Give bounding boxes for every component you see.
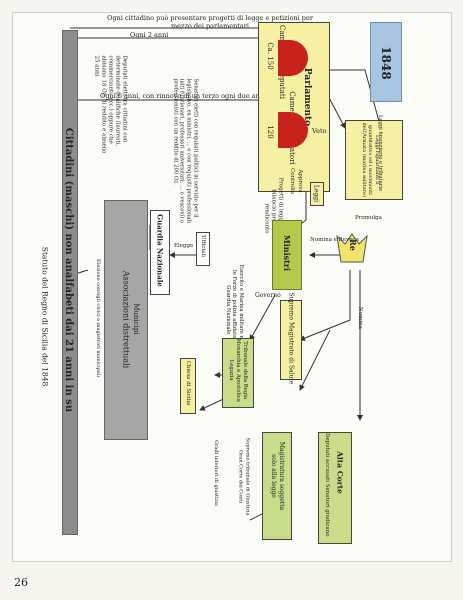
army-laws-label: Leggi riguardanti il quantitativo ed i m… bbox=[360, 122, 380, 197]
supreme-court-label: Supremo tribunale di Giustizia Gran Cort… bbox=[238, 437, 251, 516]
veto-label: Veto bbox=[312, 127, 327, 135]
magistracy-label: Magistratura soggetta solo alla legge bbox=[270, 441, 285, 511]
tribunal-box bbox=[222, 338, 254, 408]
ministers-box bbox=[272, 220, 302, 290]
associations-box bbox=[104, 200, 148, 440]
citizens-bar-label: Cittadini (maschi) non analfabeti dai 21… bbox=[63, 127, 74, 413]
guard-officers-label: Ufficiali bbox=[200, 235, 206, 257]
year-box bbox=[370, 22, 402, 102]
citizens-bar bbox=[62, 30, 78, 535]
laws-box bbox=[310, 182, 324, 206]
elects-label: Elegge bbox=[174, 243, 194, 249]
appointment-label: Nomina bbox=[357, 307, 363, 329]
finance-laws-box bbox=[345, 120, 403, 200]
health-magistrate-label: Supremo Magistrato di Salute bbox=[287, 292, 295, 385]
municipalities-label: Municipi bbox=[132, 303, 140, 335]
diagram-frame bbox=[12, 12, 452, 562]
deputies-note: Deputati eletti tra cittadini con determ… bbox=[93, 55, 128, 154]
page-number: 26 bbox=[14, 576, 28, 589]
national-guard-box bbox=[150, 210, 170, 295]
appoints-label: Nomina e Revoca bbox=[310, 237, 359, 243]
statute-caption: Statuto del Regno di Sicilia del 1848 bbox=[40, 246, 50, 387]
health-magistrate-box bbox=[280, 300, 302, 380]
associations-note: Elezione consigli civici e magistrati mu… bbox=[95, 259, 101, 377]
magistracy-box bbox=[262, 432, 292, 540]
national-guard-label: Guardia Nazionale bbox=[155, 214, 165, 287]
every-six-years-label: Ogni 6 anni, con rinnovo di un terzo ogn… bbox=[100, 92, 267, 100]
church-box bbox=[180, 358, 196, 414]
king-label: Re bbox=[348, 239, 358, 251]
high-court-box bbox=[318, 432, 352, 544]
high-court-label: Alta Corte bbox=[335, 451, 345, 494]
lower-courts-label: Gradi inferiori di giustizia bbox=[213, 440, 219, 506]
tribunal-label: Tribunale della Regia Monarchia e Aposto… bbox=[228, 338, 249, 402]
promulgates-label: Promulga bbox=[355, 215, 382, 221]
deputies-count: Ca. 150 bbox=[266, 42, 274, 70]
approves-label: Approva bbox=[297, 169, 303, 193]
guard-officers-box bbox=[196, 232, 210, 266]
senators-note: Senatori eletti con requisiti politici i… bbox=[172, 78, 199, 224]
ministers-label: Ministri bbox=[282, 234, 292, 272]
church-label: Chiesa di Sicilia bbox=[185, 360, 191, 406]
petition-note: Ogni cittadino può presentare progetti d… bbox=[107, 14, 313, 30]
controls-label: Controlla bbox=[289, 167, 295, 194]
accused-label: Deputati accusati Senatori giudicano bbox=[324, 433, 330, 537]
senators-semicircle bbox=[278, 112, 308, 148]
every-two-years-label: Ogni 2 anni bbox=[130, 31, 169, 39]
deputies-semicircle bbox=[278, 40, 308, 76]
crown-icon bbox=[336, 233, 368, 263]
laws-box-label: Leggi bbox=[312, 184, 320, 203]
year-label: 1848 bbox=[379, 46, 393, 80]
senators-count: 120 bbox=[266, 125, 274, 139]
government-label: Governo bbox=[255, 292, 281, 299]
associations-label: Associazioni distrettuali bbox=[121, 270, 131, 369]
